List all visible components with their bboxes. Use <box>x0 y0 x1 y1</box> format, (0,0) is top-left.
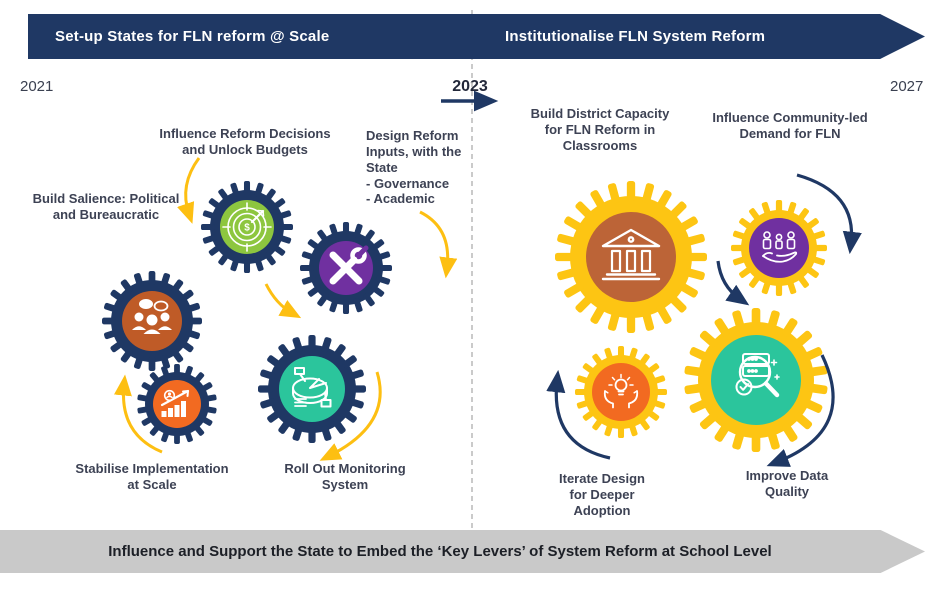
label-iterate-design: Iterate Design for Deeper Adoption <box>559 471 645 518</box>
growth-chart-icon <box>160 389 190 417</box>
gear-improve-data <box>684 308 828 452</box>
curved-arrow <box>177 157 201 224</box>
bottom-banner-text: Influence and Support the State to Embed… <box>108 543 772 560</box>
curved-arrow <box>113 374 163 454</box>
gear-design-reform <box>300 222 392 314</box>
bank-building-icon <box>601 228 661 281</box>
year-start: 2021 <box>20 78 54 95</box>
curved-arrow <box>264 283 302 319</box>
curved-arrow <box>796 173 862 255</box>
curved-arrow <box>716 260 750 306</box>
people-on-hand-icon <box>762 231 798 263</box>
pie-data-icon <box>292 367 332 408</box>
gear-iterate-design <box>575 346 667 438</box>
gear-roll-out <box>258 335 366 443</box>
label-design-reform: Design Reform Inputs, with the State - G… <box>366 128 462 207</box>
crossed-tools-icon <box>329 245 369 285</box>
gear-build-salience <box>102 271 202 371</box>
label-improve-data: Improve Data Quality <box>745 468 829 499</box>
magnifier-server-check-icon <box>735 353 780 398</box>
phase-left-title: Set-up States for FLN reform @ Scale <box>55 28 330 45</box>
year-end: 2027 <box>890 78 924 95</box>
gear-district-capacity <box>555 181 707 333</box>
people-discussion-icon <box>132 299 172 334</box>
label-build-salience: Build Salience: Political and Bureaucrat… <box>32 191 180 222</box>
label-roll-out: Roll Out Monitoring System <box>284 461 406 492</box>
target-dollar-icon: $ <box>222 202 272 252</box>
gear-community-demand <box>731 200 827 296</box>
label-influence-reform: Influence Reform Decisions and Unlock Bu… <box>159 126 331 157</box>
curved-arrow <box>319 371 382 461</box>
label-community-demand: Influence Community-led Demand for FLN <box>712 110 868 141</box>
bottom-banner: Influence and Support the State to Embed… <box>0 530 925 573</box>
gear-influence-reform: $ <box>201 181 293 273</box>
phase-timeline-bar: Set-up States for FLN reform @ Scale Ins… <box>28 14 925 59</box>
gear-stabilise <box>137 364 217 444</box>
svg-text:$: $ <box>244 223 250 234</box>
phase-right-title: Institutionalise FLN System Reform <box>505 28 766 45</box>
label-district-capacity: Build District Capacity for FLN Reform i… <box>530 106 670 153</box>
curved-arrow <box>546 369 611 460</box>
curved-arrow <box>766 354 835 467</box>
label-stabilise: Stabilise Implementation at Scale <box>75 461 229 492</box>
hands-idea-icon <box>603 373 639 409</box>
curved-arrow <box>419 210 458 279</box>
